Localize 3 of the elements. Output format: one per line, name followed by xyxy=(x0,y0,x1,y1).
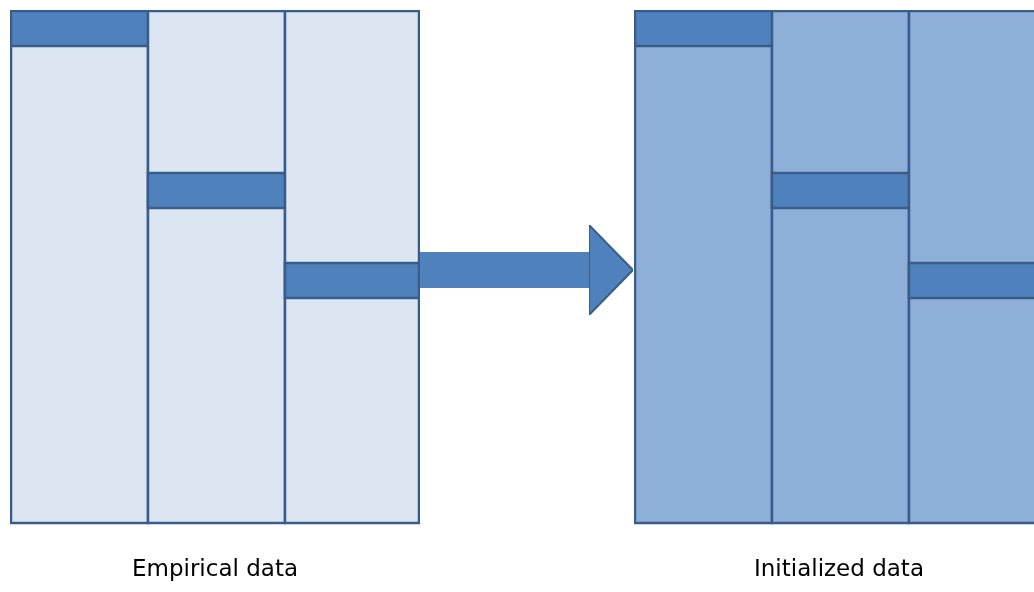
block-arrow xyxy=(420,224,634,316)
grid-caption: Initialized data xyxy=(753,554,925,582)
grid-caption: Empirical data xyxy=(131,554,299,582)
